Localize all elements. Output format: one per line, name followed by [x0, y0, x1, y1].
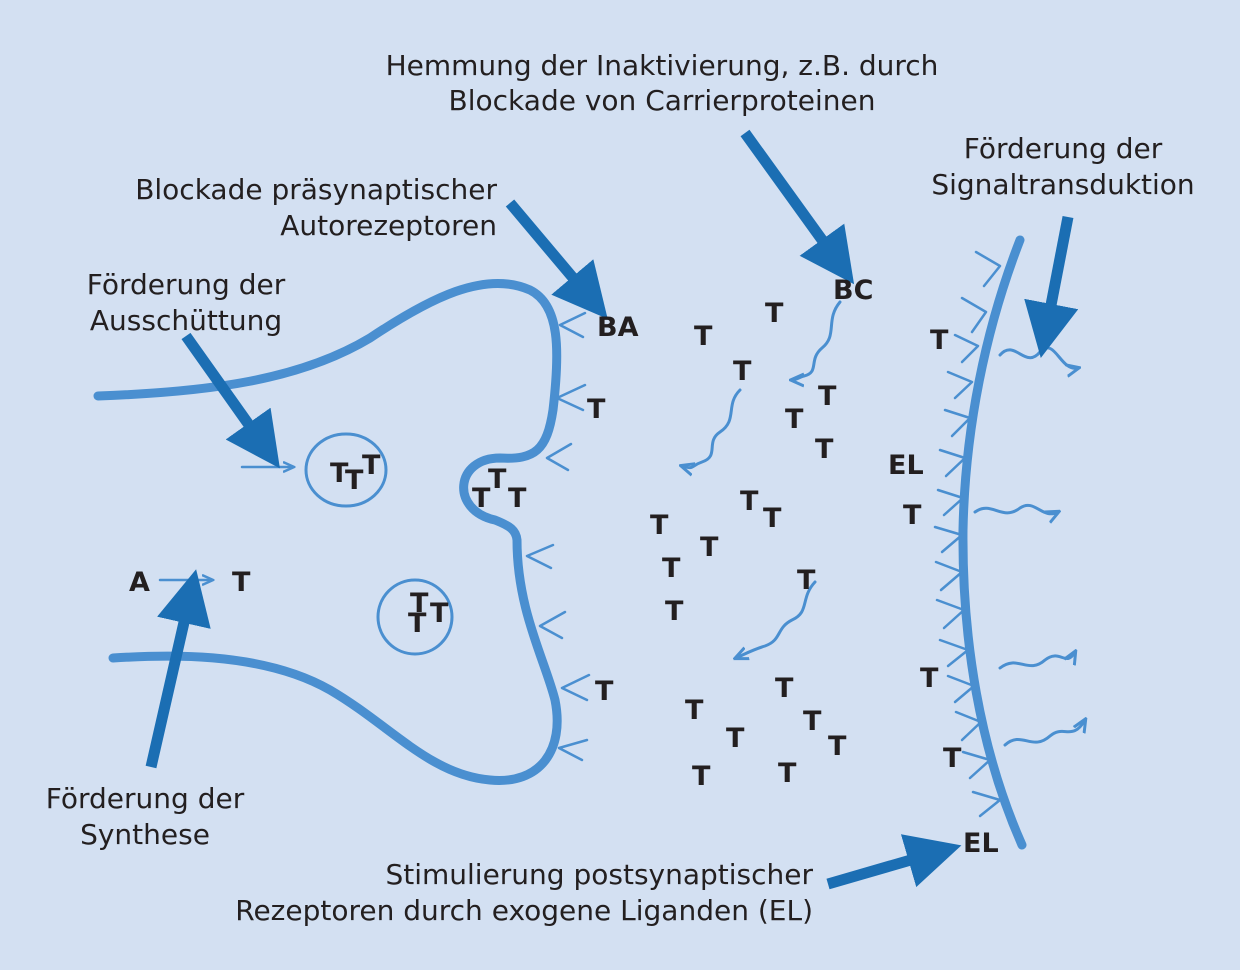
label-ba: BA [597, 312, 639, 343]
caption-hemmung-line1: Hemmung der Inaktivierung, z.B. durch [386, 49, 939, 82]
symbol-labels: BA BC EL EL A [129, 275, 999, 859]
presynaptic-autoreceptors [525, 311, 591, 762]
transmitter-t: T [765, 298, 784, 329]
transmitter-t: T [488, 464, 507, 495]
transmitter-t: T [232, 567, 251, 598]
transmitters: T T T T T T T T T T T T T T T T T T T T … [232, 298, 962, 792]
transmitter-t: T [430, 598, 449, 629]
caption-blockade-line1: Blockade präsynaptischer [135, 173, 497, 206]
arrow-stimulierung [826, 834, 962, 890]
transmitter-t: T [903, 500, 922, 531]
transmitter-t: T [778, 758, 797, 789]
transmitter-t: T [943, 743, 962, 774]
transmitter-t: T [692, 761, 711, 792]
postsynaptic-receptors [933, 250, 1002, 818]
caption-synthese-line2: Synthese [80, 818, 210, 851]
transmitter-t: T [733, 356, 752, 387]
arrow-hemmung [740, 129, 855, 285]
transmitter-t: T [740, 486, 759, 517]
caption-ausschuettung-line2: Ausschüttung [90, 304, 282, 337]
transmitter-t: T [650, 510, 669, 541]
label-precursor-a: A [129, 567, 150, 598]
arrow-blockade [505, 199, 608, 320]
transmitter-t: T [818, 381, 837, 412]
label-el-lower: EL [963, 828, 999, 859]
transmitter-t: T [803, 706, 822, 737]
vesicle-upper [304, 432, 388, 508]
caption-blockade-line2: Autorezeptoren [280, 209, 497, 242]
vesicle-lower [376, 578, 454, 656]
transmitter-t: T [775, 673, 794, 704]
annotation-arrows [145, 129, 1079, 890]
arrow-synthese [145, 569, 211, 769]
transmitter-t: T [763, 503, 782, 534]
label-bc: BC [833, 275, 873, 306]
transmitter-t: T [410, 588, 429, 619]
transmitter-t: T [700, 532, 719, 563]
transmitter-t: T [595, 676, 614, 707]
transmitter-t: T [920, 663, 939, 694]
presynaptic-membrane-upper [93, 278, 562, 785]
caption-stimulierung-line1: Stimulierung postsynaptischer [385, 858, 813, 891]
transmitter-t: T [797, 565, 816, 596]
transmitter-t: T [828, 731, 847, 762]
caption-stimulierung-line2: Rezeptoren durch exogene Liganden (EL) [235, 894, 813, 927]
transmitter-t: T [408, 608, 427, 639]
transmitter-t: T [472, 483, 491, 514]
caption-ausschuettung-line1: Förderung der [87, 268, 286, 301]
transmitter-t: T [815, 434, 834, 465]
arrow-signal [1024, 215, 1079, 359]
transmitter-t: T [362, 450, 381, 481]
label-el-upper: EL [888, 450, 924, 481]
captions: Hemmung der Inaktivierung, z.B. durch Bl… [46, 49, 1195, 927]
transmitter-t: T [330, 458, 349, 489]
transmitter-t: T [508, 483, 527, 514]
caption-hemmung-line2: Blockade von Carrierproteinen [449, 84, 876, 117]
transmitter-t: T [662, 553, 681, 584]
caption-synthese-line1: Förderung der [46, 782, 245, 815]
transmitter-t: T [587, 394, 606, 425]
postsynaptic-membrane [958, 235, 1027, 850]
caption-signal-line1: Förderung der [964, 132, 1163, 165]
transmitter-t: T [665, 596, 684, 627]
caption-signal-line2: Signaltransduktion [931, 168, 1194, 201]
transmitter-t: T [726, 723, 745, 754]
transmitter-t: T [930, 325, 949, 356]
arrow-ausschuettung [181, 332, 280, 469]
transmitter-t: T [785, 404, 804, 435]
transmitter-t: T [694, 321, 713, 352]
transmitter-t: T [685, 695, 704, 726]
transmitter-t: T [345, 465, 364, 496]
